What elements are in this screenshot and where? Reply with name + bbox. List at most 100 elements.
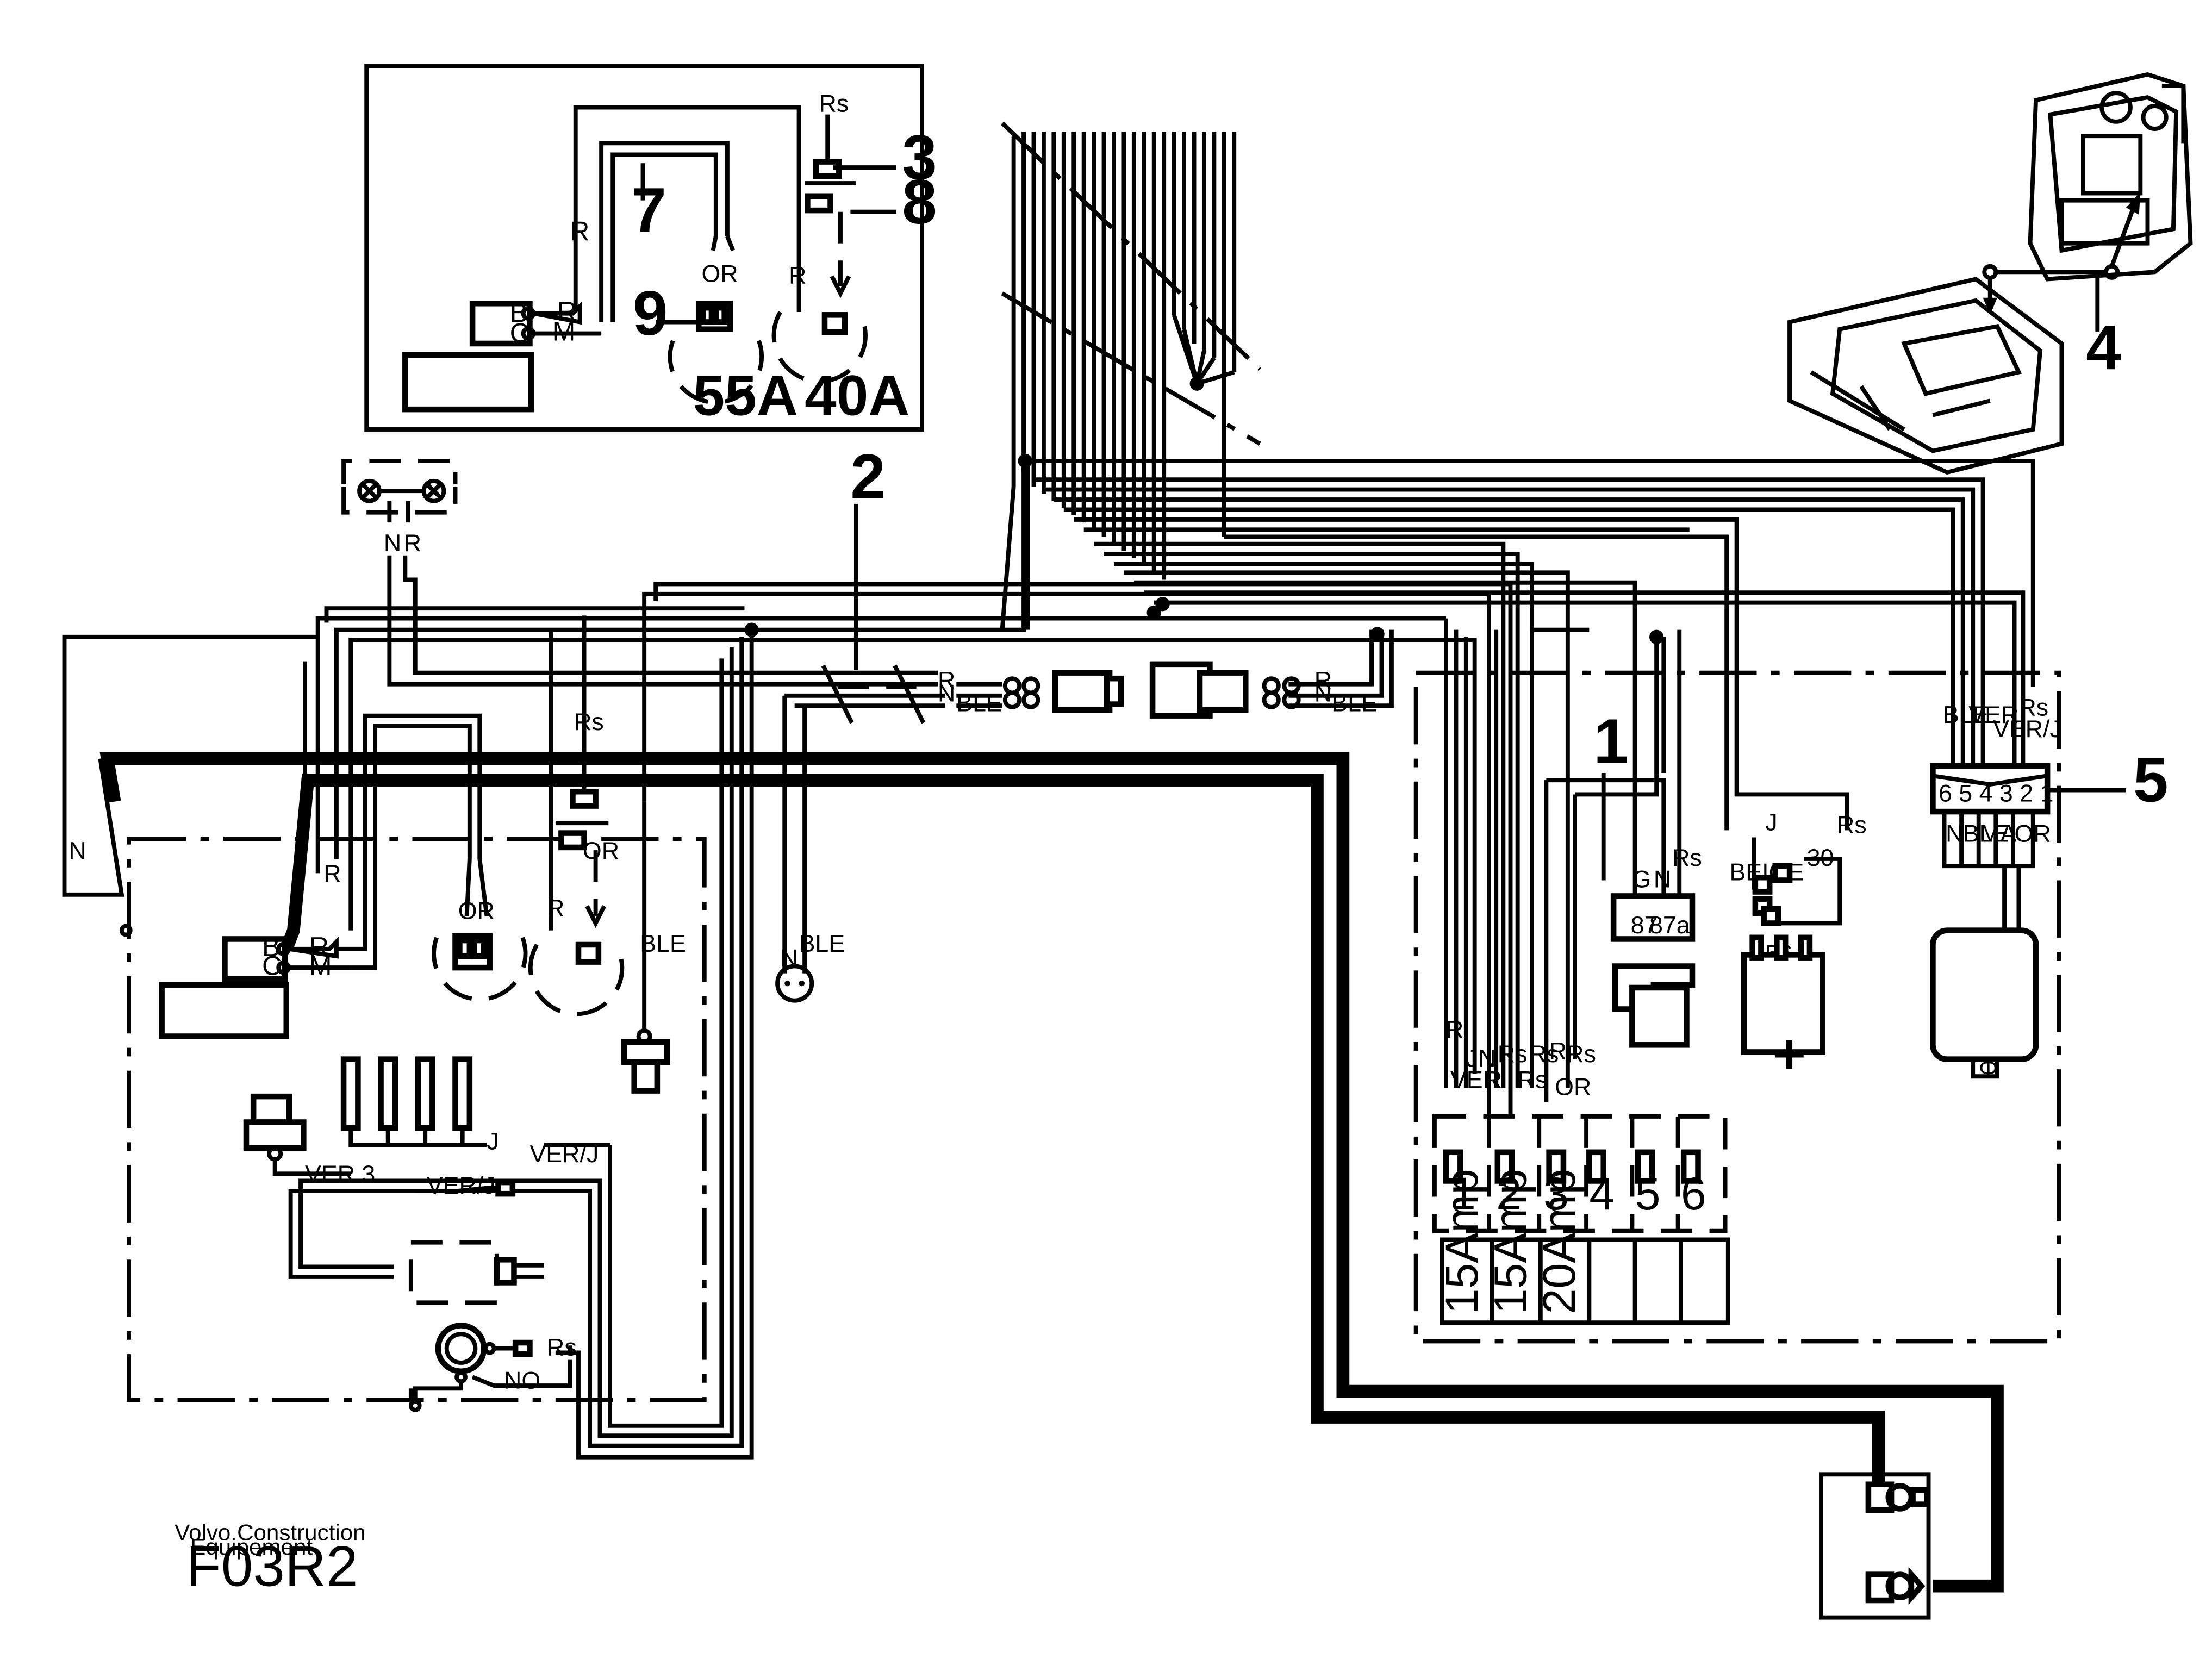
wire-label-R: R [1314,667,1332,694]
engine-location-illustration: 4 [1787,72,2193,475]
fuse-position-4: 4 [1589,1168,1615,1219]
wire-label-M: M [553,316,576,347]
wire-label-VER: VER [1450,1066,1500,1093]
wire-label-Rs: Rs [574,708,604,735]
fuse-position-2: 2 [1496,1168,1522,1219]
wire-label-OR: OR [458,897,495,925]
wire-label-C: C [510,317,529,348]
fuse-holder-40a [528,943,625,1016]
inset-detail: B C R M R 55A OR 40A R Rs 3 8 7 9 [364,64,937,432]
callout-1: 1 [1593,706,1628,777]
callout-8: 8 [902,166,937,237]
fuse-55a-symbol [668,340,764,405]
connector-5 [1930,763,2051,815]
wire-label-BLE: BLE [799,930,845,957]
wire-label-BLE: BLE [956,690,1002,717]
fuse-position-5: 5 [1635,1168,1661,1219]
wire-label-J: J [1765,808,1777,835]
wire-label-VER_J: VER/J [529,1140,599,1168]
harness-bundle-break [1000,121,1262,580]
wire-label-Rs: Rs [547,1334,577,1361]
glow-plug-icon [415,1056,435,1131]
wire-label-N: N [1654,866,1671,893]
wire-label-NO: NO [504,1367,540,1394]
callout-4: 4 [2086,312,2121,383]
glow-plug-icon [452,1056,473,1131]
wire-label-N: N [780,944,797,971]
sensor-icon [621,1039,670,1065]
fuse-rating-55a: 55A [693,364,798,428]
fuse-position-6: 6 [1681,1168,1706,1219]
wire-label-BLE: BLE [1331,690,1378,717]
wire-label-R: R [1446,1016,1463,1043]
alternator-icon [222,936,288,982]
main-battery-icon [1819,1472,1931,1620]
plug-connector-male [1052,670,1113,713]
fuse-holder-55a [432,937,528,1002]
fuse-3-rating: 20Amp [1534,1169,1585,1314]
fuse-block [1432,1114,1728,1233]
glow-plug-icon [378,1056,398,1131]
battery-icon [159,982,289,1039]
warning-lamp-panel: N R [341,458,458,557]
relay-terminal-87a: 87a [1649,912,1690,939]
glow-plug-icon [340,1056,361,1131]
plus-symbol: + [1772,1022,1806,1086]
wire-label-OR: OR [2015,820,2051,847]
drawing-code: F03R2 [186,1535,358,1599]
preheat-relay-icon [250,1093,292,1125]
wire-label-MA: MA [1980,820,2016,847]
wire-label-G: G [1632,866,1651,893]
brand-line-1: Volvo Construction [175,1519,365,1545]
wire-label-OR: OR [701,260,738,288]
wire-label-VER_J: VER/J [1993,715,2062,743]
engine-compartment-section: N B C R M R OR R Rs OR [62,629,845,1412]
connector-5-pins: 6 5 4 3 2 1 [1939,780,2054,807]
wire-label-R: R [309,932,329,962]
cab-section: 1 87 87a G N Rs J BEIGE 30 Rs 56 + 5 6 5… [1413,670,2169,1344]
callout-5: 5 [2133,745,2168,815]
callout-2: 2 [850,441,885,512]
relay-terminal-30: 30 [1807,844,1834,871]
wire-label-R: R [557,296,576,327]
wire-label-R: R [938,667,955,694]
wire-label-M: M [309,950,332,981]
callout-9: 9 [633,278,668,348]
wire-label-N: N [1946,820,1963,847]
fuse-rating-table [1440,1237,1730,1325]
fuse-2-rating: 15Amp [1485,1169,1536,1314]
fuse-position-1: 1 [1450,1168,1476,1219]
sender-icon [775,964,814,1003]
wire-label-VER: VER [1968,701,2018,728]
stop-solenoid-icon [408,1240,499,1305]
battery-cables [99,752,2004,1620]
wire-label-B: B [510,297,528,328]
wire-label-N: N [384,529,401,557]
wire-label-BLE: BLE [1963,820,2009,847]
wire-label-R: R [1485,1066,1502,1093]
fuse-position-3: 3 [1543,1168,1569,1219]
wire-label-Rs: Rs [1837,812,1867,839]
wire-label-Rs: Rs [1566,1040,1596,1068]
wire-label-N: N [1314,679,1332,707]
wire-label-R: R [404,529,421,557]
flasher-unit-icon [1752,874,1773,895]
wire-label-VER_J: VER/J [427,1172,496,1199]
wire-label-Rs: Rs [1518,1066,1548,1093]
brand-line-2: Equipement [190,1534,313,1560]
fuse-1-rating: 15Amp [1436,1169,1487,1314]
fuse-rating-40a: 40A [805,364,909,428]
callout-3: 3 [902,122,937,192]
wire-label-OR: OR [1555,1073,1591,1100]
wire-label-N: N [68,837,86,864]
wire-label-OR: OR [583,837,619,864]
fuse-40a-symbol [771,311,868,384]
alternator-icon [469,300,533,347]
wire-label-Rs: Rs [1529,1040,1559,1068]
hour-meter-mark: Φ [1979,1055,1998,1082]
wire-label-VER_3: VER 3 [305,1161,375,1188]
wire-label-BLE: BLE [640,930,686,957]
hour-meter-icon [1930,927,2039,1062]
wire-label-JN: JN [1466,1045,1496,1072]
